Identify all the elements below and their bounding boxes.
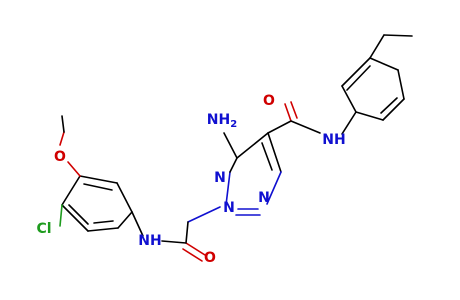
right-amide-oxygen-label: O xyxy=(263,93,275,109)
ethylphenyl-ring xyxy=(341,34,413,135)
left-amide-oxygen-label: O xyxy=(204,250,216,266)
methoxy-oxygen-label: O xyxy=(54,149,66,165)
triazole-n2-label: N xyxy=(258,190,270,206)
right-amide-nh-label: NH xyxy=(322,132,345,148)
amino-group-label: NH2 xyxy=(207,112,237,130)
triazole-n1-label: N xyxy=(214,170,226,186)
left-amide-nh-label: NH xyxy=(138,233,161,249)
right-carboxamide xyxy=(267,101,321,134)
amino-bond xyxy=(223,132,238,159)
chloromethoxyphenyl-ring xyxy=(59,115,144,237)
triazole-ring xyxy=(225,132,282,216)
left-amide-linker xyxy=(161,206,221,262)
triazole-n3-label: N xyxy=(223,200,235,216)
chlorine-label: Cl xyxy=(36,221,51,237)
